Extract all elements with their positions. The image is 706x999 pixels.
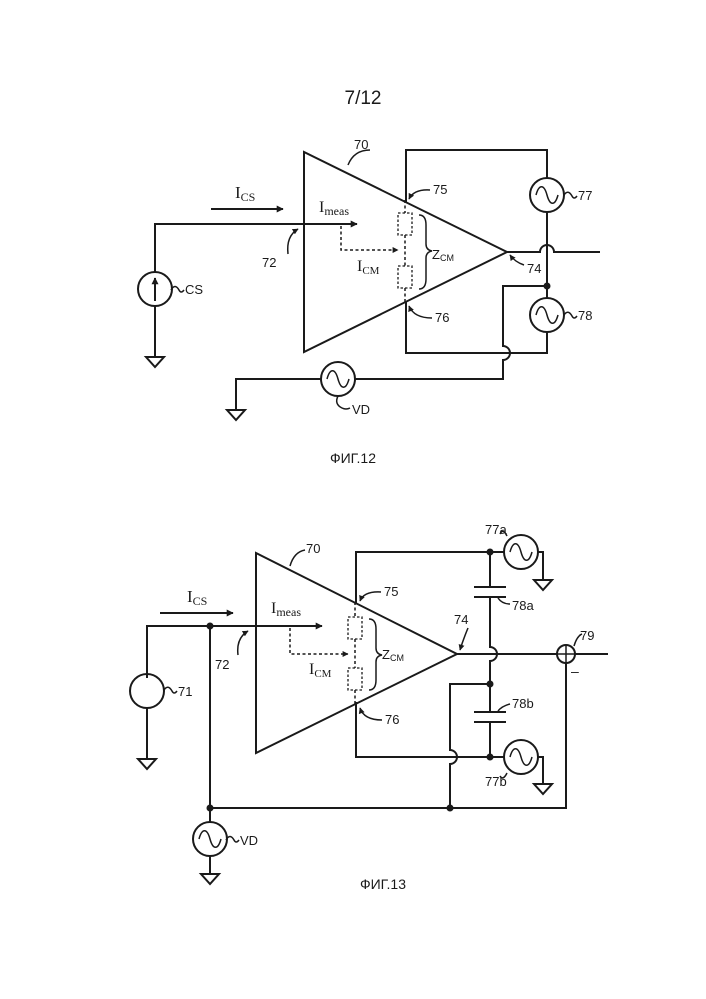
- label-78: 78: [578, 308, 592, 323]
- label-i-cm: ICM: [309, 661, 332, 680]
- leader-76: [360, 708, 382, 720]
- label-77b: 77b: [485, 774, 507, 789]
- input-wire: [147, 626, 270, 678]
- label-75: 75: [384, 584, 398, 599]
- label-vd: VD: [352, 402, 370, 417]
- figure-13: 70 75 76 72 74 71 77a 77b 78a 78b 79 – V…: [130, 522, 608, 892]
- i-cm-arrow: [290, 628, 348, 654]
- impedance-bottom-icon: [348, 668, 362, 690]
- label-cs: CS: [185, 282, 203, 297]
- leader-74: [510, 255, 524, 265]
- caption-fig-12: ФИГ.12: [330, 450, 376, 466]
- label-76: 76: [435, 310, 449, 325]
- label-i-cm: ICM: [357, 258, 380, 277]
- leader-78: [564, 312, 577, 318]
- label-78b: 78b: [512, 696, 534, 711]
- leader-71: [164, 687, 177, 693]
- label-72: 72: [215, 657, 229, 672]
- impedance-bottom-icon: [398, 266, 412, 288]
- leader-70: [348, 150, 370, 165]
- label-79: 79: [580, 628, 594, 643]
- label-74: 74: [454, 612, 468, 627]
- label-i-meas: Imeas: [319, 199, 349, 218]
- label-z-cm: ZCM: [382, 647, 404, 663]
- ground-icon: [138, 759, 156, 769]
- ground-icon: [146, 357, 164, 367]
- label-i-cs: ICS: [235, 183, 255, 204]
- page-number: 7/12: [345, 88, 382, 109]
- i-cm-arrow: [341, 226, 398, 250]
- label-z-cm: ZCM: [432, 247, 454, 263]
- label-minus: –: [571, 663, 579, 679]
- wire-summer-return: [210, 663, 566, 808]
- wire-mid-node: [450, 684, 490, 808]
- label-70: 70: [306, 541, 320, 556]
- brace-icon: [419, 215, 432, 289]
- leader-78b: [498, 704, 510, 711]
- input-wire: [155, 224, 318, 272]
- label-77: 77: [578, 188, 592, 203]
- wire-top-loop: [406, 150, 547, 202]
- ground-icon: [534, 784, 552, 794]
- ground-icon: [201, 874, 219, 884]
- leader-70: [290, 550, 305, 566]
- caption-fig-13: ФИГ.13: [360, 876, 406, 892]
- leader-75: [360, 592, 381, 601]
- leader-vd: [337, 396, 350, 409]
- leader-78a: [498, 598, 510, 604]
- label-77a: 77a: [485, 522, 507, 537]
- leader-76: [409, 306, 432, 318]
- label-78a: 78a: [512, 598, 534, 613]
- label-76: 76: [385, 712, 399, 727]
- impedance-top-icon: [348, 617, 362, 639]
- label-i-meas: Imeas: [271, 600, 301, 619]
- figure-12: 70 75 76 72 74 77 78 CS VD ICS Imeas ICM…: [138, 137, 600, 466]
- ground-icon: [227, 410, 245, 420]
- wire-to-vd: [355, 286, 547, 379]
- leader-72: [238, 631, 248, 655]
- brace-icon: [369, 619, 382, 690]
- wire-bottom-loop: [356, 702, 504, 757]
- label-74: 74: [527, 261, 541, 276]
- wire-bottom-loop: [406, 302, 547, 353]
- leader-74: [460, 628, 468, 650]
- label-vd: VD: [240, 833, 258, 848]
- label-71: 71: [178, 684, 192, 699]
- ground-icon: [534, 580, 552, 590]
- label-75: 75: [433, 182, 447, 197]
- leader-72: [288, 229, 298, 254]
- source-71-icon: [130, 674, 164, 708]
- leader-75: [409, 190, 430, 199]
- label-72: 72: [262, 255, 276, 270]
- leader-77: [564, 192, 577, 198]
- label-70: 70: [354, 137, 368, 152]
- label-i-cs: ICS: [187, 587, 207, 608]
- impedance-top-icon: [398, 213, 412, 235]
- output-wire: [507, 245, 600, 252]
